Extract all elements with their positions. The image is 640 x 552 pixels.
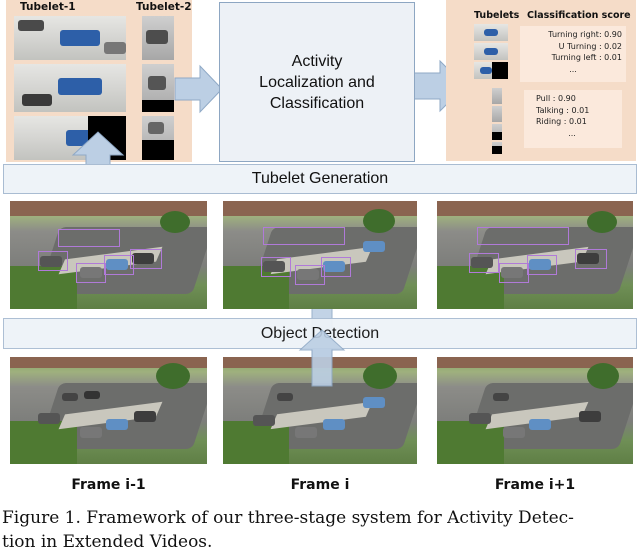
frame-label-i-minus-1: Frame i-1 [71, 477, 146, 493]
arrow-up-to-detection [298, 329, 346, 387]
score-group-activity-person: Pull : 0.90 Talking : 0.01 Riding : 0.01… [524, 90, 622, 148]
detected-frame-i-minus-1 [10, 201, 207, 309]
score-thumb-6 [492, 124, 502, 140]
arrow-tubelets-to-activity [174, 64, 223, 114]
score-line: Talking : 0.01 [536, 105, 590, 115]
score-line: Turning right: 0.90 [548, 30, 622, 39]
score-group-activity-vehicle: Turning right: 0.90 U Turning : 0.02 Tur… [520, 26, 626, 82]
frame-label-i-plus-1: Frame i+1 [494, 477, 576, 493]
figure-caption-line-2: tion in Extended Videos. [2, 532, 213, 552]
frame-label-i: Frame i [290, 477, 350, 493]
tubelet-2-frame-2 [142, 64, 174, 112]
raw-frame-i-minus-1 [10, 357, 207, 464]
detected-frame-i [223, 201, 417, 309]
score-ellipsis: ... [569, 64, 577, 74]
score-thumb-2 [474, 43, 508, 60]
score-thumb-1 [474, 24, 508, 41]
tubelet-1-frame-2 [14, 64, 126, 112]
activity-localization-box: Activity Localization and Classification [219, 2, 415, 162]
tubelet-generation-band: Tubelet Generation [3, 164, 637, 194]
score-ellipsis: ... [568, 128, 576, 138]
tubelet-2-frame-1 [142, 16, 174, 60]
score-line: Pull : 0.90 [536, 94, 576, 103]
classification-header: Classification score [527, 10, 631, 21]
figure-caption-line-1: Figure 1. Framework of our three-stage s… [2, 508, 574, 528]
score-line: U Turning : 0.02 [558, 41, 622, 51]
detected-frame-i-plus-1 [437, 201, 633, 309]
raw-frame-i-plus-1 [437, 357, 633, 464]
score-thumb-7 [492, 142, 502, 154]
tubelet-2-label: Tubelet-2 [136, 1, 192, 13]
tubelet-1-frame-1 [14, 16, 126, 60]
tubelet-1-label: Tubelet-1 [20, 1, 76, 13]
activity-localization-label: Activity Localization and Classification [259, 52, 375, 112]
score-line: Turning left : 0.01 [551, 53, 622, 62]
tubelet-2-frame-3 [142, 116, 174, 160]
score-thumb-4 [492, 88, 502, 104]
tubelet-generation-label: Tubelet Generation [251, 170, 389, 187]
score-thumb-3 [474, 62, 508, 79]
score-thumb-5 [492, 106, 502, 122]
tubelets-header: Tubelets [474, 10, 520, 21]
score-line: Riding : 0.01 [536, 117, 587, 126]
